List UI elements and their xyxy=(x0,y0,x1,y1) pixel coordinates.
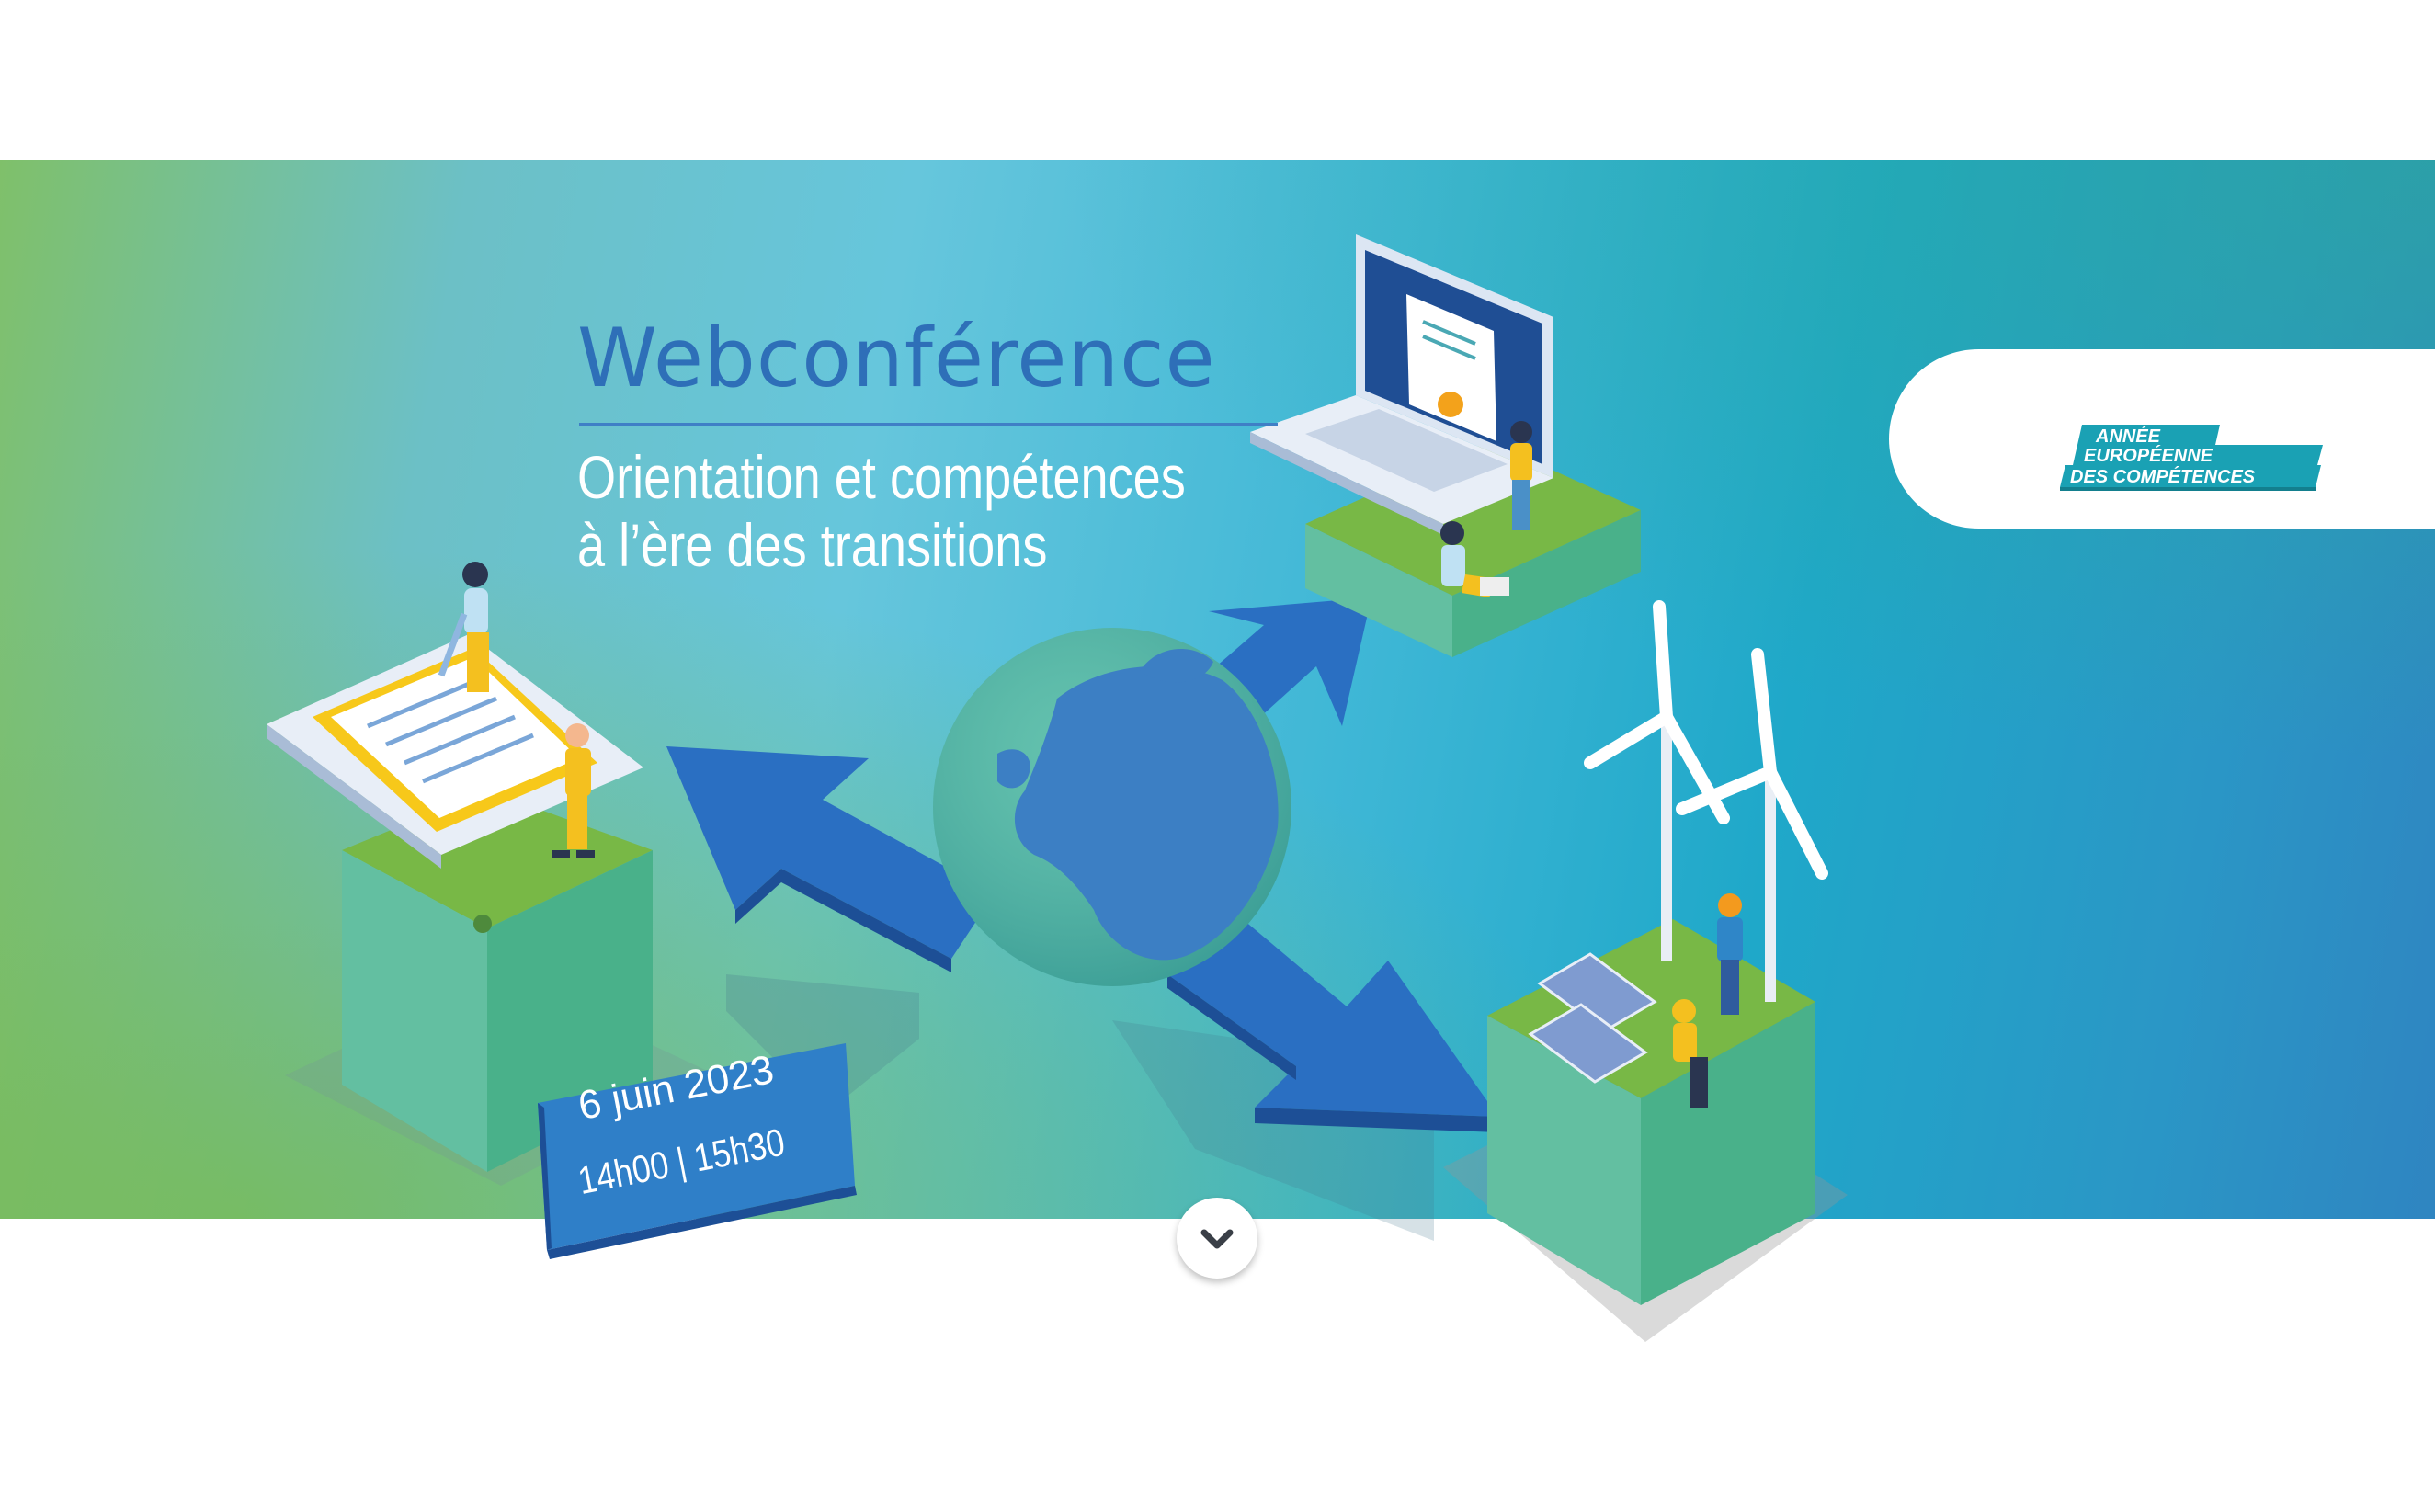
european-year-skills-badge: ANNÉE EUROPÉENNE DES COMPÉTENCES xyxy=(1889,349,2435,529)
laptop-pedestal xyxy=(1305,441,1641,657)
subtitle-line-2: à l’ère des transitions xyxy=(577,511,1048,579)
subtitle: Orientation et compétences à l’ère des t… xyxy=(577,443,1186,579)
seated-person-energy xyxy=(1672,999,1708,1108)
date-badge-shape xyxy=(538,1043,857,1259)
arrow-left xyxy=(666,746,995,972)
badge-text-line-1: ANNÉE xyxy=(2096,426,2161,447)
laptop-icon xyxy=(1250,234,1553,535)
person-at-laptop xyxy=(1510,421,1532,530)
energy-pedestal xyxy=(1487,919,1815,1305)
chevron-down-icon xyxy=(1200,1229,1234,1249)
badge-logo-graphic xyxy=(2060,425,2323,491)
wind-turbine-2 xyxy=(1676,648,1828,1002)
worker-person xyxy=(552,723,595,858)
badge-text-line-3: DES COMPÉTENCES xyxy=(2070,467,2256,487)
subtitle-line-1: Orientation et compétences xyxy=(577,443,1186,511)
arrow-shadow-left xyxy=(726,974,919,1112)
page-title: Webconférence xyxy=(577,311,1216,405)
scroll-down-button[interactable] xyxy=(1177,1198,1257,1279)
europe-globe-icon xyxy=(933,628,1291,986)
clipboard-tablet xyxy=(267,634,643,869)
seated-person-laptop xyxy=(1440,521,1509,597)
arrow-lower-right xyxy=(1167,910,1498,1132)
person-with-pen xyxy=(438,562,489,692)
wind-turbine-1 xyxy=(1584,600,1730,961)
badge-text-line-2: EUROPÉENNE xyxy=(2084,446,2213,466)
engineer-person xyxy=(1717,893,1743,1015)
solar-panels xyxy=(1528,952,1657,1084)
title-underline xyxy=(579,423,1278,426)
